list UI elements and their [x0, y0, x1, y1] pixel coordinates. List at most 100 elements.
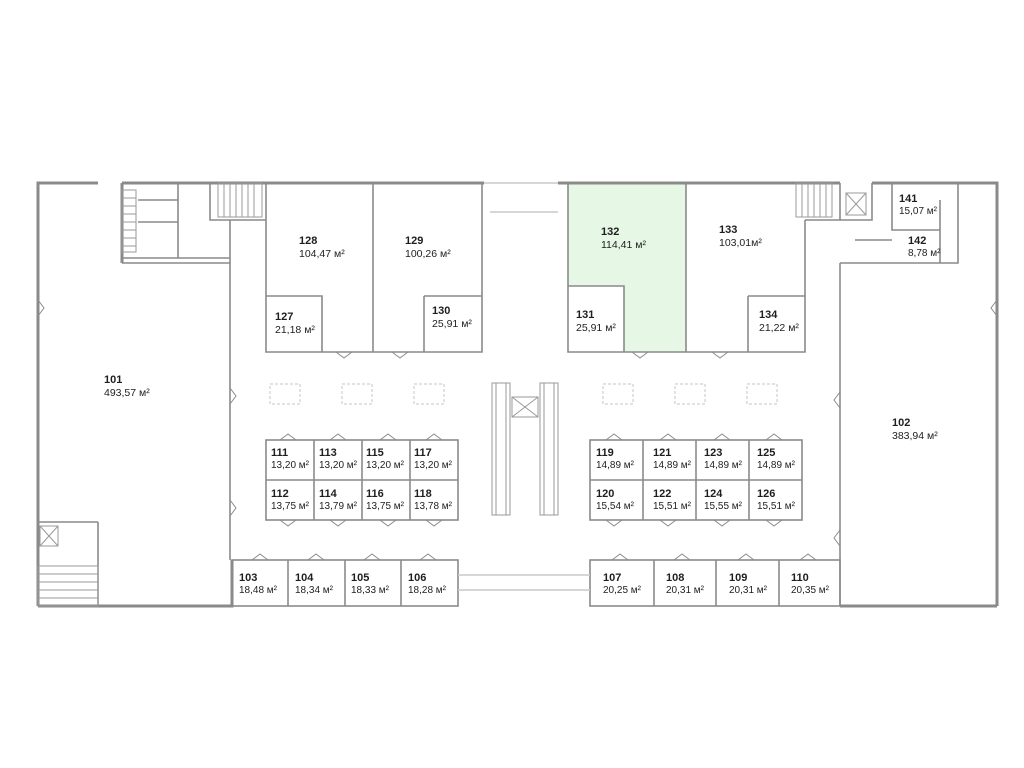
unit-108[interactable]: 108 20,31 м² [666, 572, 705, 596]
unit-107[interactable]: 107 20,25 м² [603, 572, 642, 596]
svg-text:13,75 м²: 13,75 м² [366, 501, 405, 512]
unit-133[interactable]: 133 103,01м² [719, 224, 762, 249]
svg-text:142: 142 [908, 235, 926, 247]
svg-text:15,51 м²: 15,51 м² [757, 501, 796, 512]
unit-125[interactable]: 125 14,89 м² [757, 447, 796, 471]
unit-111[interactable]: 111 13,20 м² [271, 447, 310, 471]
unit-labels: 101 493,57 м² 102 383,94 м² 128 104,47 м… [104, 193, 941, 596]
unit-106[interactable]: 106 18,28 м² [408, 572, 447, 596]
unit-110[interactable]: 110 20,35 м² [791, 572, 830, 596]
unit-105[interactable]: 105 18,33 м² [351, 572, 390, 596]
svg-text:104: 104 [295, 572, 314, 584]
svg-text:103: 103 [239, 572, 257, 584]
unit-129[interactable]: 129 100,26 м² [405, 235, 451, 260]
outer-walls [36, 181, 999, 608]
unit-120[interactable]: 120 15,54 м² [596, 488, 635, 512]
svg-text:15,55 м²: 15,55 м² [704, 501, 743, 512]
unit-122[interactable]: 122 15,51 м² [653, 488, 692, 512]
svg-text:103,01м²: 103,01м² [719, 237, 762, 249]
unit-132[interactable]: 132 114,41 м² [601, 226, 646, 251]
svg-text:100,26 м²: 100,26 м² [405, 248, 451, 260]
svg-text:114: 114 [319, 488, 338, 500]
svg-text:113: 113 [319, 447, 337, 459]
door-marks [37, 299, 998, 561]
svg-text:141: 141 [899, 193, 917, 205]
svg-text:115: 115 [366, 447, 384, 459]
svg-text:132: 132 [601, 226, 619, 238]
svg-text:14,89 м²: 14,89 м² [704, 460, 743, 471]
unit-142[interactable]: 142 8,78 м² [908, 235, 941, 259]
svg-text:109: 109 [729, 572, 747, 584]
svg-text:13,20 м²: 13,20 м² [319, 460, 358, 471]
svg-text:108: 108 [666, 572, 684, 584]
svg-text:21,22 м²: 21,22 м² [759, 322, 799, 334]
svg-text:13,20 м²: 13,20 м² [414, 460, 453, 471]
svg-text:13,79 м²: 13,79 м² [319, 501, 358, 512]
svg-text:105: 105 [351, 572, 369, 584]
svg-text:13,20 м²: 13,20 м² [366, 460, 405, 471]
unit-117[interactable]: 117 13,20 м² [414, 447, 453, 471]
svg-text:15,51 м²: 15,51 м² [653, 501, 692, 512]
unit-112[interactable]: 112 13,75 м² [271, 488, 310, 512]
svg-text:102: 102 [892, 417, 910, 429]
svg-text:110: 110 [791, 572, 809, 584]
svg-text:18,28 м²: 18,28 м² [408, 585, 447, 596]
svg-text:112: 112 [271, 488, 289, 500]
svg-text:13,75 м²: 13,75 м² [271, 501, 310, 512]
unit-103[interactable]: 103 18,48 м² [239, 572, 278, 596]
svg-text:129: 129 [405, 235, 423, 247]
skylight-icon [269, 383, 778, 405]
unit-119[interactable]: 119 14,89 м² [596, 447, 635, 471]
svg-text:25,91 м²: 25,91 м² [432, 318, 472, 330]
svg-text:493,57 м²: 493,57 м² [104, 387, 150, 399]
svg-text:25,91 м²: 25,91 м² [576, 322, 616, 334]
svg-text:117: 117 [414, 447, 432, 459]
unit-109[interactable]: 109 20,31 м² [729, 572, 768, 596]
svg-text:101: 101 [104, 374, 122, 386]
unit-132-highlight[interactable] [568, 183, 686, 352]
elevator-icon [39, 192, 867, 547]
unit-115[interactable]: 115 13,20 м² [366, 447, 405, 471]
svg-text:122: 122 [653, 488, 671, 500]
unit-123[interactable]: 123 14,89 м² [704, 447, 743, 471]
svg-text:127: 127 [275, 311, 293, 323]
svg-text:134: 134 [759, 309, 778, 321]
unit-116[interactable]: 116 13,75 м² [366, 488, 405, 512]
interior-walls [38, 182, 959, 607]
svg-text:125: 125 [757, 447, 775, 459]
unit-126[interactable]: 126 15,51 м² [757, 488, 796, 512]
unit-118[interactable]: 118 13,78 м² [414, 488, 453, 512]
unit-134[interactable]: 134 21,22 м² [759, 309, 799, 334]
unit-128[interactable]: 128 104,47 м² [299, 235, 345, 260]
svg-text:121: 121 [653, 447, 671, 459]
svg-text:20,31 м²: 20,31 м² [666, 585, 705, 596]
svg-text:21,18 м²: 21,18 м² [275, 324, 315, 336]
unit-104[interactable]: 104 18,34 м² [295, 572, 334, 596]
unit-124[interactable]: 124 15,55 м² [704, 488, 743, 512]
unit-113[interactable]: 113 13,20 м² [319, 447, 358, 471]
svg-text:114,41 м²: 114,41 м² [601, 239, 646, 251]
unit-131[interactable]: 131 25,91 м² [576, 309, 616, 334]
unit-127[interactable]: 127 21,18 м² [275, 311, 315, 336]
unit-121[interactable]: 121 14,89 м² [653, 447, 692, 471]
svg-text:126: 126 [757, 488, 775, 500]
svg-text:18,48 м²: 18,48 м² [239, 585, 278, 596]
svg-text:15,07 м²: 15,07 м² [899, 206, 938, 217]
svg-text:20,35 м²: 20,35 м² [791, 585, 830, 596]
svg-text:104,47 м²: 104,47 м² [299, 248, 345, 260]
svg-text:119: 119 [596, 447, 614, 459]
svg-text:128: 128 [299, 235, 317, 247]
svg-text:13,20 м²: 13,20 м² [271, 460, 310, 471]
svg-text:107: 107 [603, 572, 621, 584]
svg-text:133: 133 [719, 224, 737, 236]
unit-141[interactable]: 141 15,07 м² [899, 193, 938, 217]
unit-101[interactable]: 101 493,57 м² [104, 374, 150, 399]
svg-text:20,25 м²: 20,25 м² [603, 585, 642, 596]
unit-130[interactable]: 130 25,91 м² [432, 305, 472, 330]
unit-102[interactable]: 102 383,94 м² [892, 417, 938, 442]
svg-text:130: 130 [432, 305, 450, 317]
unit-114[interactable]: 114 13,79 м² [319, 488, 358, 512]
svg-text:14,89 м²: 14,89 м² [757, 460, 796, 471]
svg-text:106: 106 [408, 572, 426, 584]
svg-text:120: 120 [596, 488, 614, 500]
